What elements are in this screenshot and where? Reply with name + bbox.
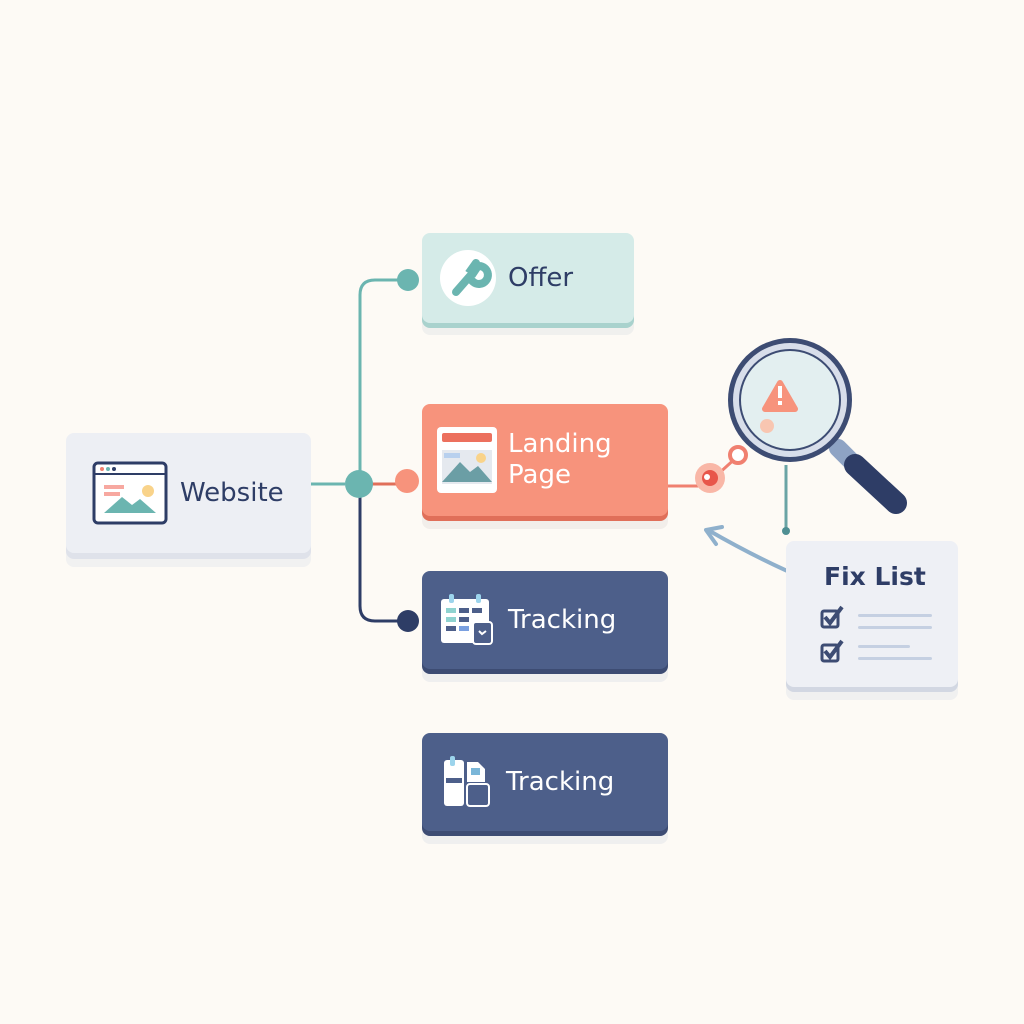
dot-offer	[397, 269, 419, 291]
dot-tracking	[397, 610, 419, 632]
dot-landing	[395, 469, 419, 493]
wrench-icon	[440, 250, 496, 306]
node-label: Website	[180, 477, 284, 508]
node-label: Tracking	[506, 766, 615, 797]
node-label: Fix List	[824, 562, 926, 591]
browser-image-icon	[92, 461, 168, 525]
node-website[interactable]: Website	[66, 433, 311, 553]
connector-tracking	[358, 484, 408, 623]
connector-offer	[358, 278, 408, 484]
calendar-icon	[441, 594, 493, 645]
node-label: Tracking	[508, 604, 617, 635]
node-label: Landing Page	[508, 429, 612, 490]
checklist-icon	[820, 605, 932, 663]
node-tracking[interactable]: Tracking	[422, 571, 668, 669]
documents-icon	[444, 756, 490, 807]
landing-page-icon	[437, 427, 497, 493]
magnifier-icon	[728, 338, 907, 514]
node-tracking[interactable]: Tracking	[422, 733, 668, 831]
node-landing-page[interactable]: Landing Page	[422, 404, 668, 516]
node-fix-list[interactable]: Fix List	[786, 541, 958, 687]
node-offer[interactable]: Offer	[422, 233, 634, 323]
hub-dot	[345, 470, 373, 498]
node-label: Offer	[508, 262, 574, 293]
